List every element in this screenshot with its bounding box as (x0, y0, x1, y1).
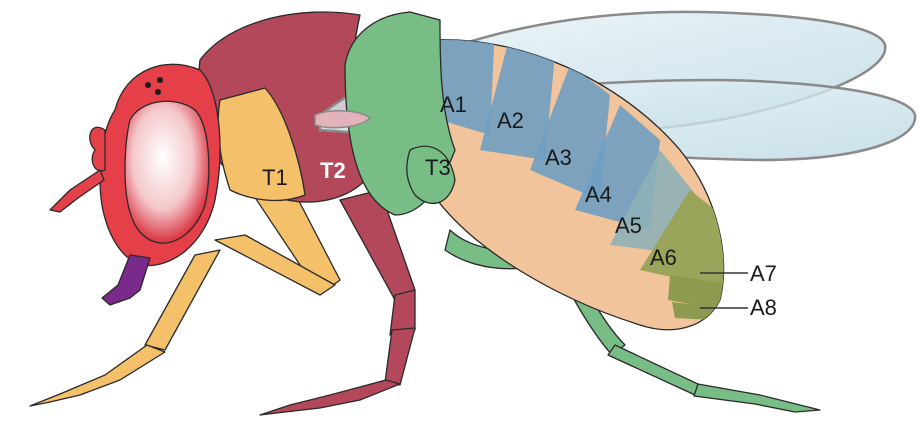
label-a1: A1 (440, 92, 467, 117)
label-t3: T3 (425, 155, 451, 180)
antenna (90, 127, 105, 171)
label-a3: A3 (545, 145, 572, 170)
label-a5: A5 (615, 213, 642, 238)
label-t1: T1 (262, 165, 288, 190)
label-a7: A7 (750, 261, 777, 286)
arista (50, 170, 104, 212)
compound-eye (125, 101, 209, 243)
label-t2: T2 (320, 158, 346, 183)
ocellus (155, 89, 161, 95)
label-a6: A6 (650, 245, 677, 270)
label-a2: A2 (497, 108, 524, 133)
proboscis (102, 255, 150, 305)
ocellus (145, 82, 151, 88)
label-a4: A4 (585, 182, 612, 207)
label-a8: A8 (750, 295, 777, 320)
ocellus (157, 77, 163, 83)
